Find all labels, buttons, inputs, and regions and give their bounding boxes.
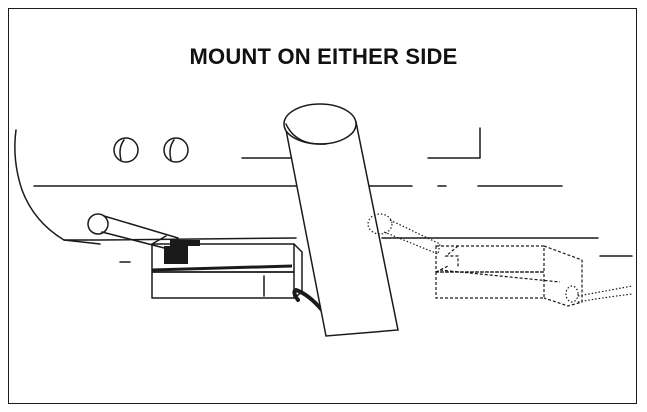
switch-box-right-dashed <box>435 245 633 307</box>
bracket-arm-right-dashed <box>367 213 441 255</box>
vertical-post <box>283 103 399 337</box>
cable-left <box>292 287 324 312</box>
knob-left <box>113 137 139 163</box>
machine-body-outline <box>14 129 101 245</box>
frame-line-lower <box>63 237 297 241</box>
diagram-title: MOUNT ON EITHER SIDE <box>189 44 458 69</box>
step-line-right <box>427 127 481 159</box>
knob-right <box>163 137 189 163</box>
switch-box-left <box>151 235 303 299</box>
